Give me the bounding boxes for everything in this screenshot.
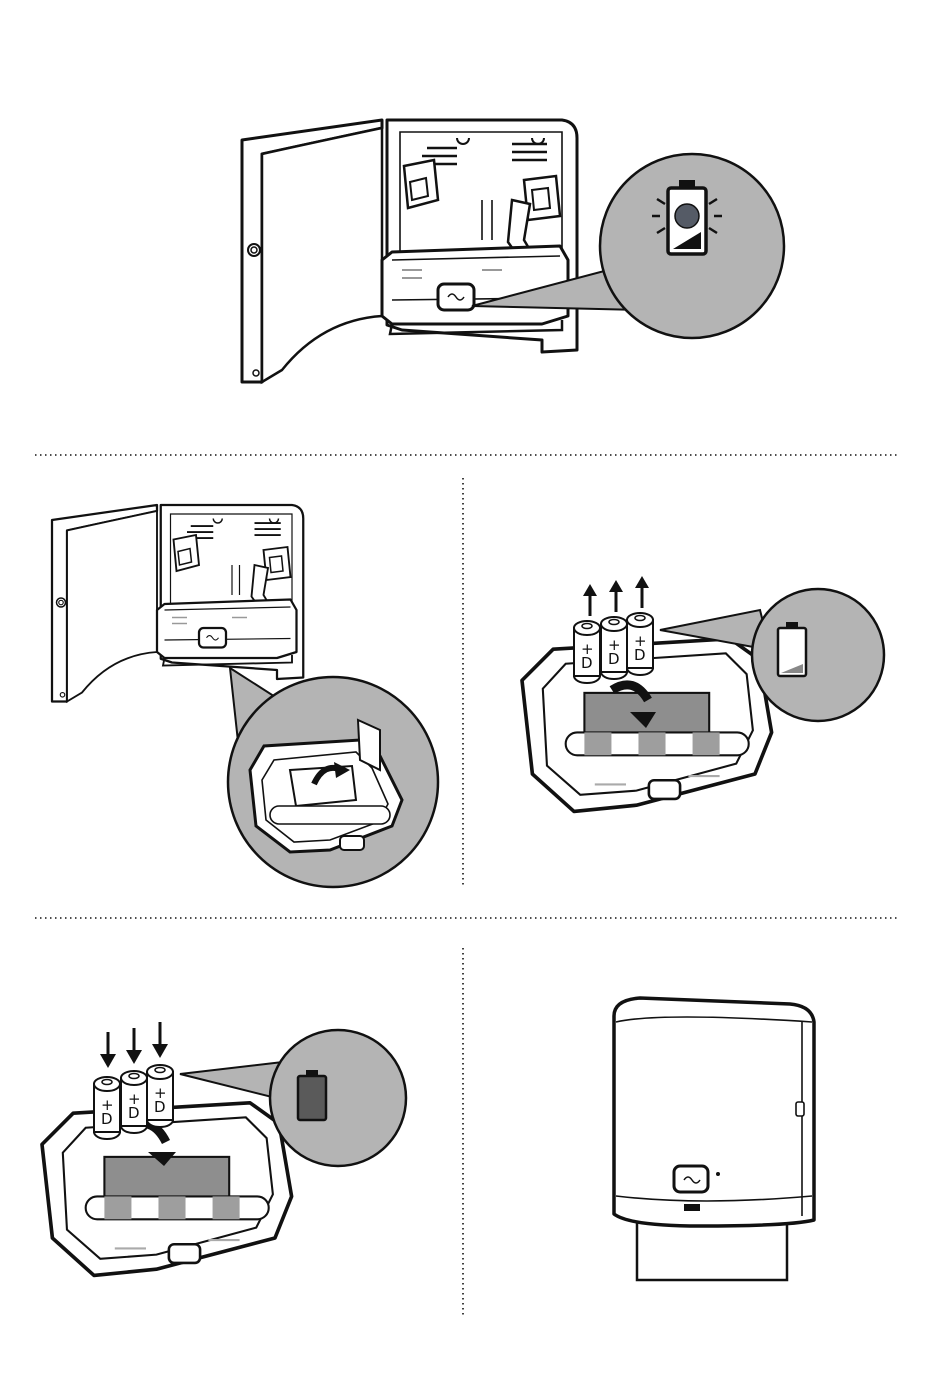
dispenser-open-icon [242,120,577,382]
dispenser-closed-icon [614,998,814,1280]
battery-label-d: D [154,1098,166,1116]
step-5 [614,998,814,1280]
battery-label-d: D [634,646,646,664]
dispenser-open-icon [52,505,303,702]
battery-label-d: D [101,1110,113,1128]
battery-insert-icon: + D + D + D [42,1022,292,1275]
battery-label-d: D [128,1104,140,1122]
battery-label-d: D [581,654,593,672]
battery-cover-open-icon [228,668,438,887]
step-1 [242,120,784,382]
battery-remove-icon: + D + D + D [522,576,772,811]
step-3: + D + D + D [522,576,884,811]
step-4: + D + D + D [42,1022,406,1275]
step-2 [52,505,438,887]
battery-label-d: D [608,650,620,668]
